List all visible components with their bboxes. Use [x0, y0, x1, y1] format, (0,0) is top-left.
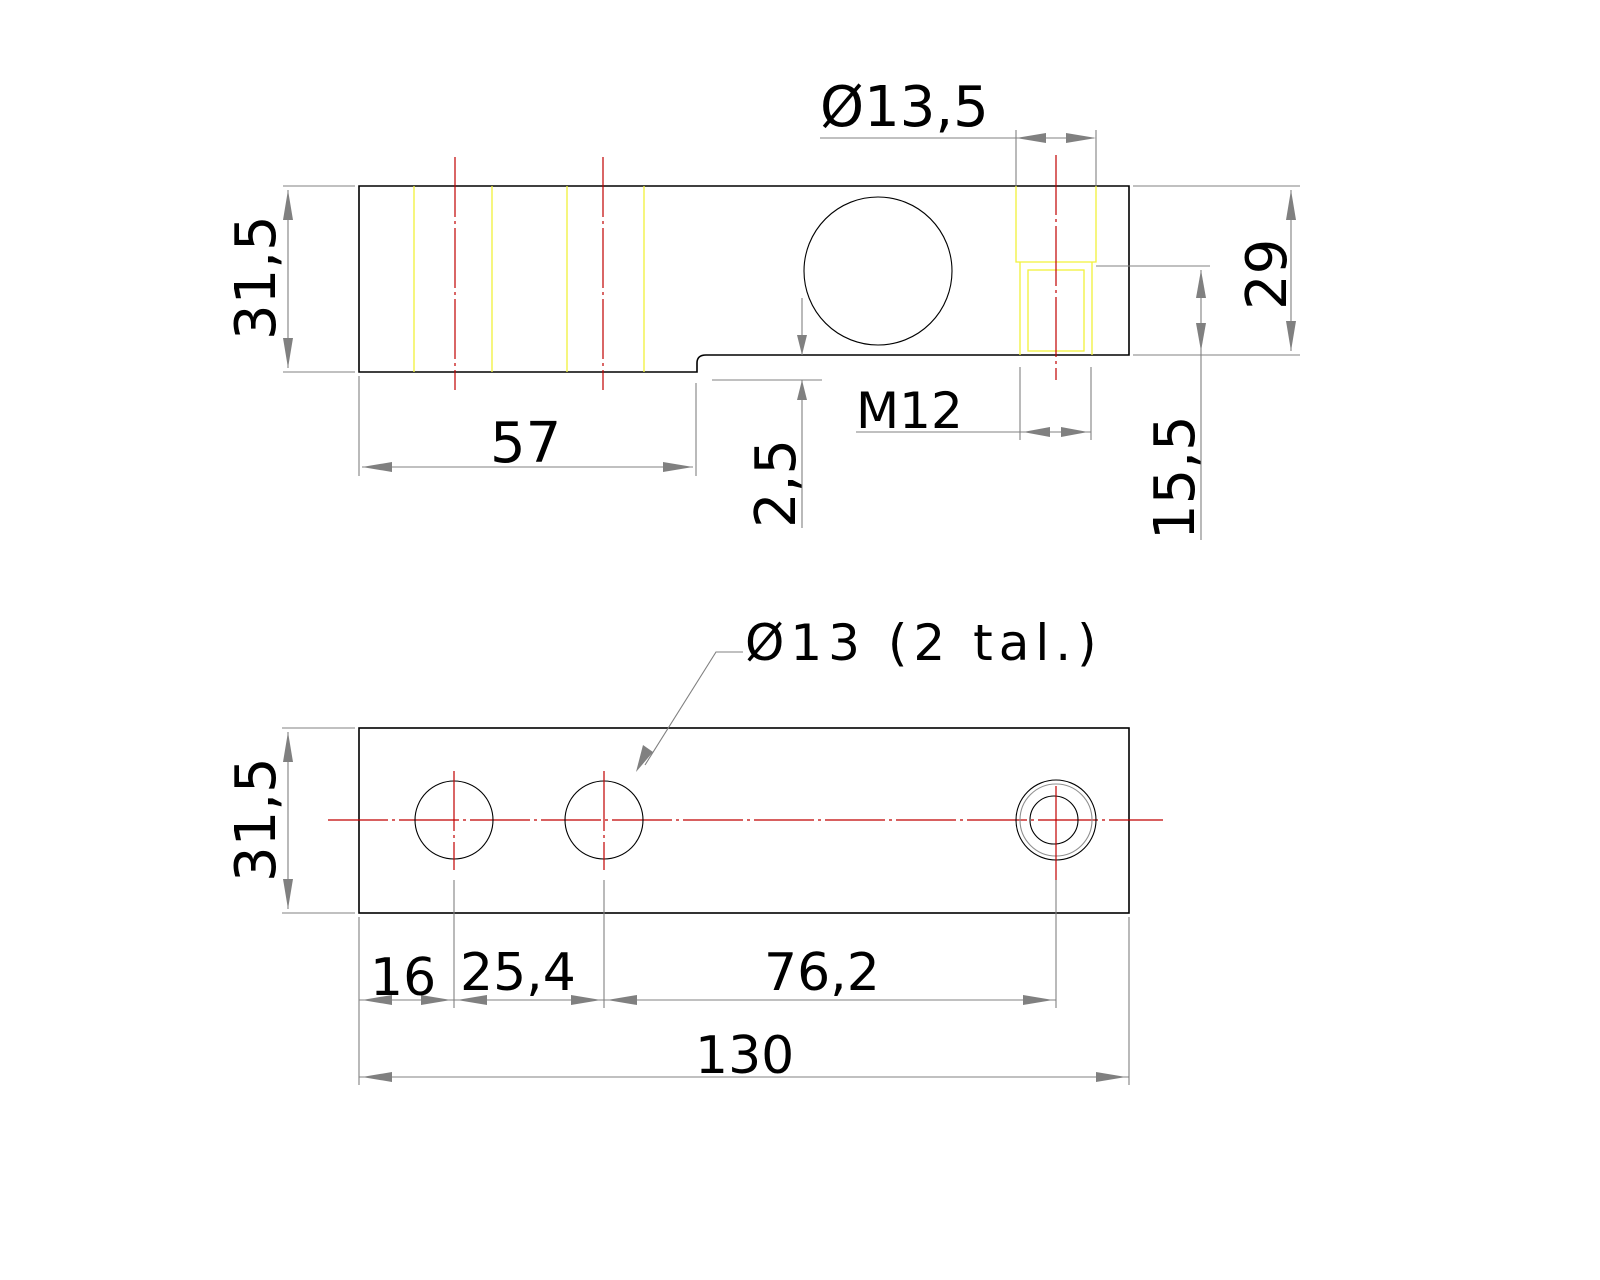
top-height-label: 31,5 — [224, 757, 289, 882]
arrow-up-icon — [1286, 190, 1296, 220]
arrow-left-icon — [607, 995, 637, 1005]
arrow-right-icon — [1096, 1072, 1126, 1082]
arrow-right-icon — [1016, 133, 1046, 143]
arrow-up-icon — [1196, 270, 1206, 298]
arrow-right-icon — [663, 462, 693, 472]
arrow-up-icon — [283, 190, 293, 220]
arrow-left-icon — [362, 1072, 392, 1082]
arrow-right-icon — [571, 995, 601, 1005]
arrow-right-icon — [1023, 995, 1053, 1005]
side-view-outline — [358, 185, 1130, 373]
step-depth-label: 2,5 — [744, 439, 809, 528]
arrow-down-icon — [797, 335, 807, 355]
thread-hidden-outer — [1019, 262, 1093, 355]
arrow-up-icon — [797, 380, 807, 400]
side-height-label: 31,5 — [224, 215, 289, 340]
hole-callout-label: Ø13 (2 tal.) — [745, 614, 1103, 672]
thread-height-label: 15,5 — [1143, 415, 1208, 540]
leader-line — [644, 651, 743, 766]
thread-label: M12 — [856, 382, 963, 440]
hole-to-thread-label: 76,2 — [764, 943, 880, 1003]
hole-spacing-label: 25,4 — [460, 943, 576, 1003]
arrow-down-icon — [283, 338, 293, 368]
leader-arrow-icon — [636, 745, 653, 772]
arrow-down-icon — [283, 879, 293, 909]
thread-depth-label: 29 — [1235, 239, 1300, 310]
arrow-left-icon — [362, 995, 392, 1005]
edge-to-hole-label: 16 — [370, 948, 436, 1008]
arrow-right-icon — [1066, 133, 1096, 143]
arrow-left-icon — [457, 995, 487, 1005]
arrow-left-icon — [362, 462, 392, 472]
arrow-down-icon — [1196, 323, 1206, 351]
threaded-hole-inner — [1029, 795, 1079, 845]
arrow-right-icon — [421, 995, 451, 1005]
top-view: 31,5 Ø13 (2 tal.) 16 25,4 76,2 130 — [224, 614, 1163, 1086]
arrow-left-icon — [1023, 427, 1050, 437]
arrow-up-icon — [283, 732, 293, 762]
arrow-right-icon — [1061, 427, 1088, 437]
counterbore-diameter-label: Ø13,5 — [820, 75, 989, 140]
side-view: 31,5 57 2,5 Ø13,5 M12 29 — [224, 75, 1300, 540]
step-length-label: 57 — [490, 411, 561, 476]
overall-length-label: 130 — [695, 1026, 794, 1086]
side-view-large-hole — [803, 196, 953, 346]
arrow-down-icon — [1286, 321, 1296, 351]
